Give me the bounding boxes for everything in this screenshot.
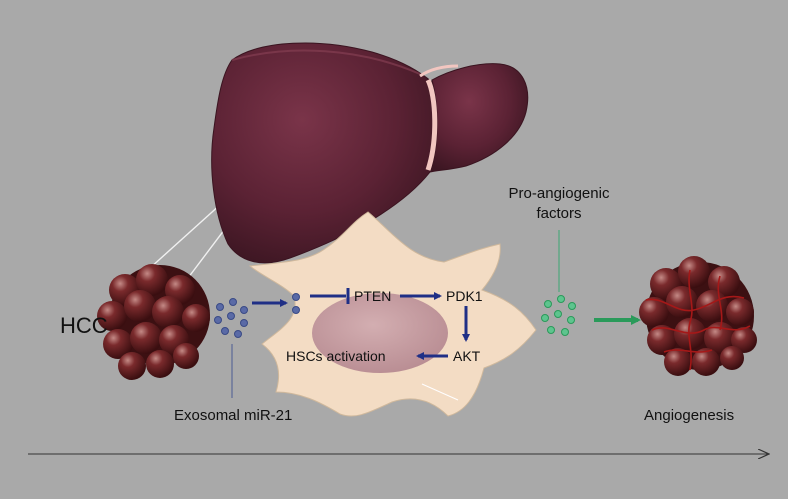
hcc-label: HCC (60, 313, 108, 338)
hsc-nucleus (312, 293, 448, 373)
hscs-activation-label: HSCs activation (286, 348, 386, 364)
hcc-tumor (97, 264, 210, 380)
factors-label: factors (536, 205, 581, 222)
exosome-cluster (214, 298, 248, 338)
pro-angiogenic-label: Pro-angiogenic (509, 185, 610, 202)
exosomal-mir21-label: Exosomal miR-21 (174, 407, 292, 424)
pten-label: PTEN (354, 288, 391, 304)
hsc-cell (248, 211, 537, 417)
factor-cluster (541, 295, 576, 336)
angiogenesis-label: Angiogenesis (644, 407, 734, 424)
liver-illustration (211, 42, 529, 264)
pdk1-label: PDK1 (446, 288, 483, 304)
akt-label: AKT (453, 348, 481, 364)
angiogenic-tumor (639, 256, 757, 376)
blood-vessels (645, 269, 751, 371)
exosome-internalized (292, 293, 300, 314)
